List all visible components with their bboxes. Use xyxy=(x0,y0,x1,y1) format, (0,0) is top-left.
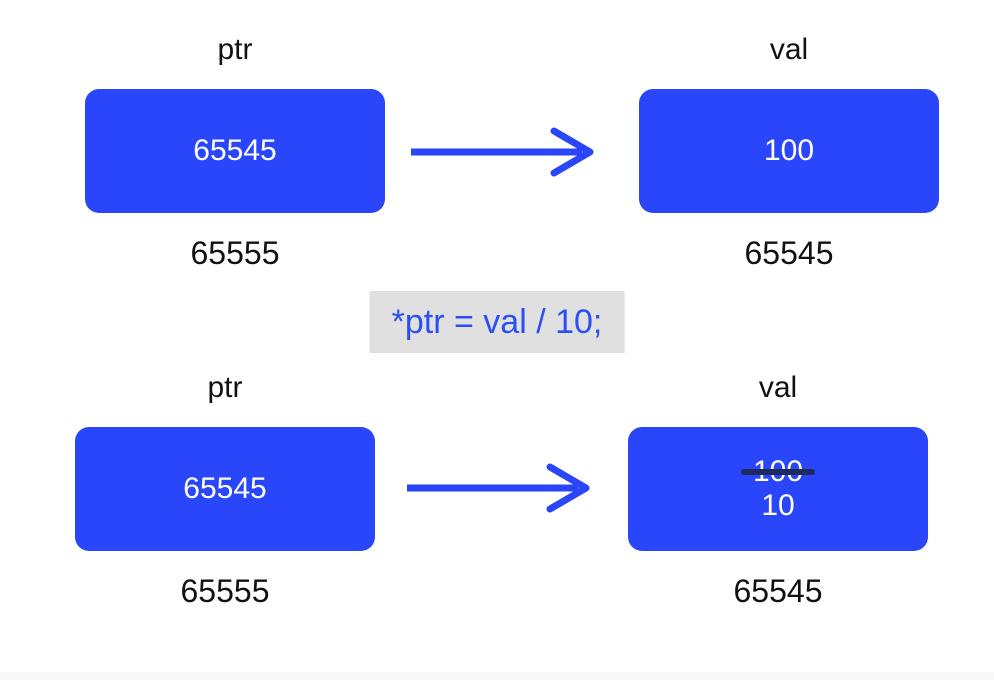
ptr-label: ptr xyxy=(217,33,253,66)
val-address: 65545 xyxy=(733,573,823,609)
val-old-value-struck: 100 xyxy=(740,454,816,488)
arrow-right-icon xyxy=(411,127,594,177)
arrow-right-icon xyxy=(407,463,590,513)
ptr-cell: ptr 65545 65555 xyxy=(75,368,375,613)
val-cell: val 100 10 65545 xyxy=(628,368,928,613)
ptr-address: 65555 xyxy=(180,573,270,609)
val-value: 100 xyxy=(763,133,815,167)
val-box: 100 10 xyxy=(628,427,928,551)
ptr-address: 65555 xyxy=(190,235,280,271)
ptr-value: 65545 xyxy=(193,133,277,167)
val-new-value: 10 xyxy=(761,489,795,522)
bottom-strip xyxy=(0,672,994,680)
ptr-label: ptr xyxy=(207,371,243,404)
code-text: *ptr = val / 10; xyxy=(391,303,603,341)
ptr-box: 65545 xyxy=(85,89,385,213)
val-box: 100 xyxy=(639,89,939,213)
val-cell: val 100 65545 xyxy=(639,30,939,275)
ptr-value: 65545 xyxy=(183,471,267,505)
ptr-cell: ptr 65545 65555 xyxy=(85,30,385,275)
val-label: val xyxy=(769,33,809,66)
ptr-box: 65545 xyxy=(75,427,375,551)
val-address: 65545 xyxy=(744,235,834,271)
code-snippet: *ptr = val / 10; xyxy=(369,291,625,354)
val-label: val xyxy=(758,371,798,404)
